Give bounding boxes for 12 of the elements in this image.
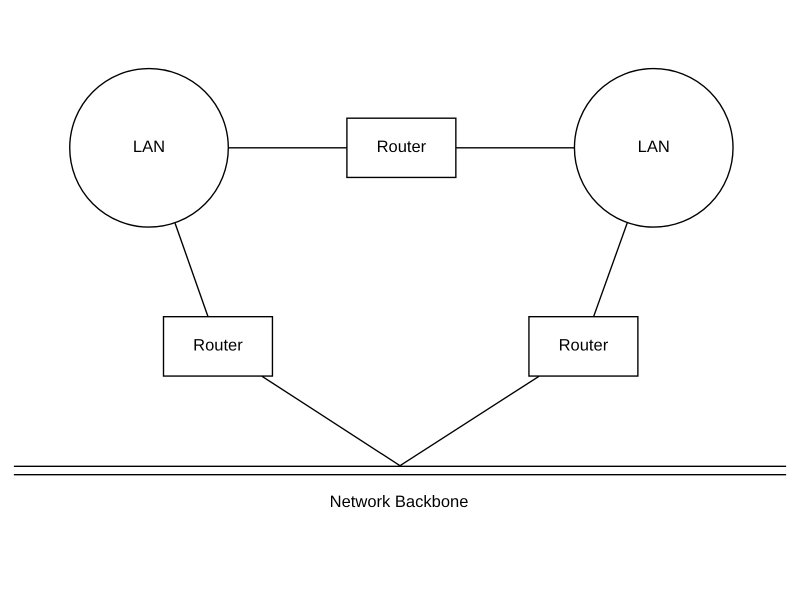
node-box: Router (346, 116, 457, 178)
node-box: Router (162, 316, 274, 376)
connector (262, 375, 400, 466)
node-box: Router (528, 316, 639, 376)
node-circle: LAN (574, 67, 734, 228)
connector (456, 146, 574, 148)
node-circle: LAN (69, 67, 229, 228)
connector (400, 375, 540, 466)
connector (174, 222, 209, 316)
node-text: Network Backbone (330, 492, 468, 511)
connector (228, 146, 347, 148)
connector (592, 222, 628, 316)
